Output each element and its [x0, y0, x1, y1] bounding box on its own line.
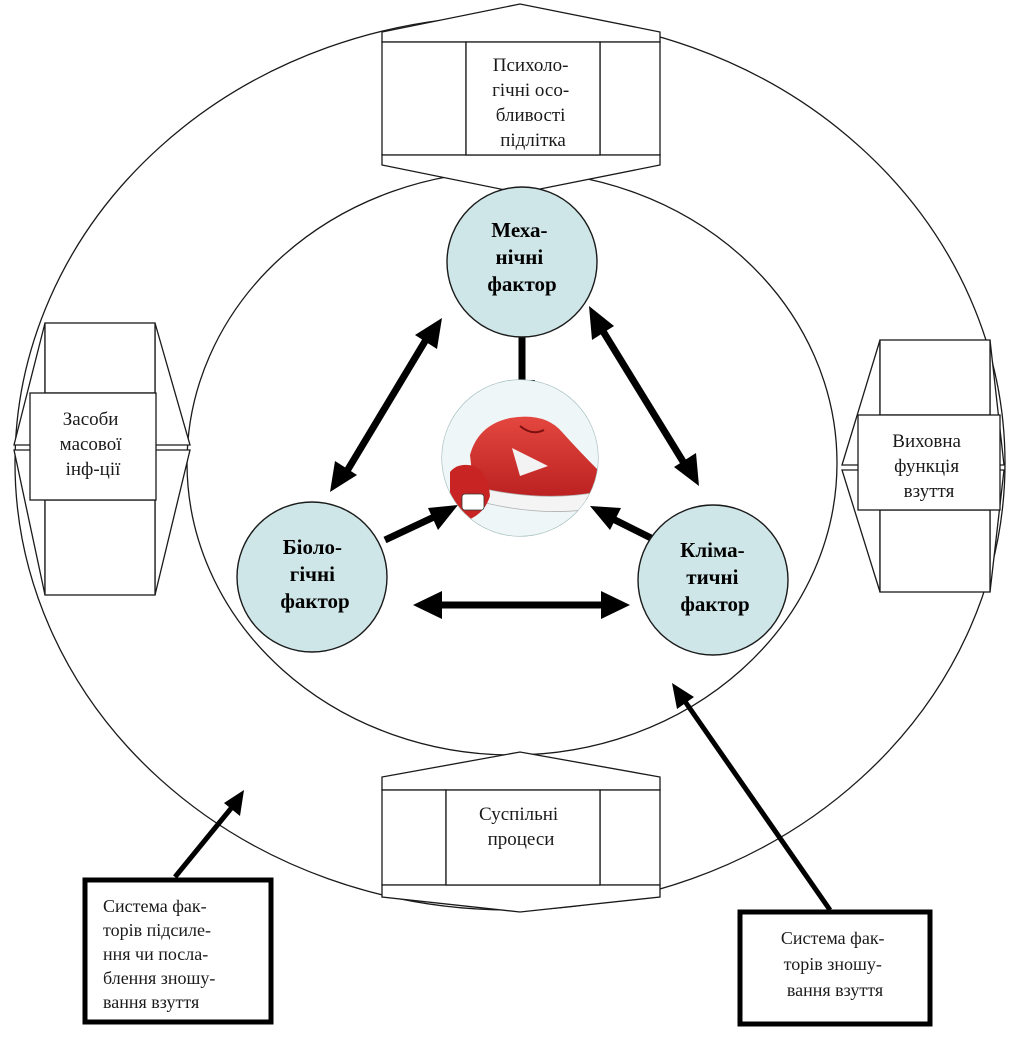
node-biological-line: гічні — [290, 562, 335, 586]
legend-left-line: ння чи посла- — [103, 944, 208, 964]
node-mechanical-label: Меха- нічні фактор — [487, 218, 556, 296]
arrowhead — [330, 461, 357, 492]
top-label-line: бливості — [496, 105, 566, 126]
arrow-mechanical-climatic — [598, 326, 690, 470]
top-label-line: підлітка — [500, 130, 566, 151]
legend-left: Система фак- торів підсиле- ння чи посла… — [82, 877, 274, 1025]
left-label-line: інф-ції — [66, 459, 122, 480]
node-mechanical-line: фактор — [487, 272, 556, 296]
bottom-label: Суспільні процеси — [479, 804, 563, 850]
left-label-line: масової — [60, 434, 123, 455]
legend-left-line: вання взуття — [103, 992, 199, 1012]
legend-left-line: блення зношу- — [103, 968, 215, 988]
arrowhead — [224, 790, 244, 816]
top-label-line: гічні осо- — [492, 80, 569, 101]
legend-right-line: торів зношу- — [784, 954, 882, 974]
arrowhead — [589, 306, 614, 340]
node-climatic-line: тичні — [686, 565, 738, 589]
arrowhead — [672, 683, 694, 709]
right-label: Виховна функція взуття — [892, 431, 965, 502]
left-double-arrow: Засоби масової інф-ції — [13, 322, 191, 596]
right-double-arrow: Виховна функція взуття — [841, 339, 1005, 593]
right-label-line: взуття — [904, 481, 955, 502]
node-mechanical-line: нічні — [496, 245, 544, 269]
node-climatic-line: фактор — [680, 592, 749, 616]
arrowhead — [428, 505, 458, 530]
pointer-left — [173, 804, 235, 879]
node-mechanical-line: Меха- — [491, 218, 547, 242]
legend-right-text: Система фак- торів зношу- вання взуття — [781, 928, 889, 1000]
bottom-label-line: Суспільні — [479, 804, 558, 825]
arrowhead — [601, 591, 630, 619]
node-biological-label: Біоло- гічні фактор — [280, 535, 349, 613]
right-label-line: функція — [894, 456, 959, 477]
legend-right-line: вання взуття — [787, 980, 883, 1000]
legend-left-text: Система фак- торів підсиле- ння чи посла… — [103, 896, 220, 1012]
arrowhead — [674, 453, 699, 486]
top-label-line: Психоло- — [493, 55, 569, 76]
left-label-line: Засоби — [63, 409, 119, 430]
node-climatic: Кліма- тичні фактор — [637, 504, 789, 656]
connector-arrows — [330, 306, 699, 619]
arrowhead — [413, 591, 442, 619]
right-label-line: Виховна — [892, 431, 961, 452]
bottom-double-arrow: Суспільні процеси — [381, 751, 661, 913]
node-climatic-line: Кліма- — [680, 538, 745, 562]
pointer-arrows — [173, 683, 833, 912]
legend-right-line: Система фак- — [781, 928, 885, 948]
left-label: Засоби масової інф-ції — [60, 409, 127, 480]
node-climatic-label: Кліма- тичні фактор — [680, 538, 750, 616]
arrow-mechanical-biological — [341, 336, 430, 478]
legend-left-line: Система фак- — [103, 896, 207, 916]
top-double-arrow: Психоло- гічні осо- бливості підлітка — [381, 3, 661, 194]
arrowhead — [590, 506, 621, 530]
node-biological: Біоло- гічні фактор — [236, 501, 388, 653]
node-biological-line: Біоло- — [283, 535, 342, 559]
red-sneaker-icon — [441, 379, 599, 537]
arrow-biological-to-shoe — [383, 513, 436, 544]
legend-left-line: торів підсиле- — [103, 920, 211, 940]
bottom-label-line: процеси — [488, 829, 555, 850]
arrow-climatic-to-shoe — [611, 515, 657, 544]
node-mechanical: Меха- нічні фактор — [446, 186, 598, 338]
top-label: Психоло- гічні осо- бливості підлітка — [492, 55, 574, 151]
arrowhead — [415, 318, 442, 349]
node-biological-line: фактор — [280, 589, 349, 613]
legend-right: Система фак- торів зношу- вання взуття — [737, 909, 933, 1027]
pointer-right — [681, 698, 833, 912]
